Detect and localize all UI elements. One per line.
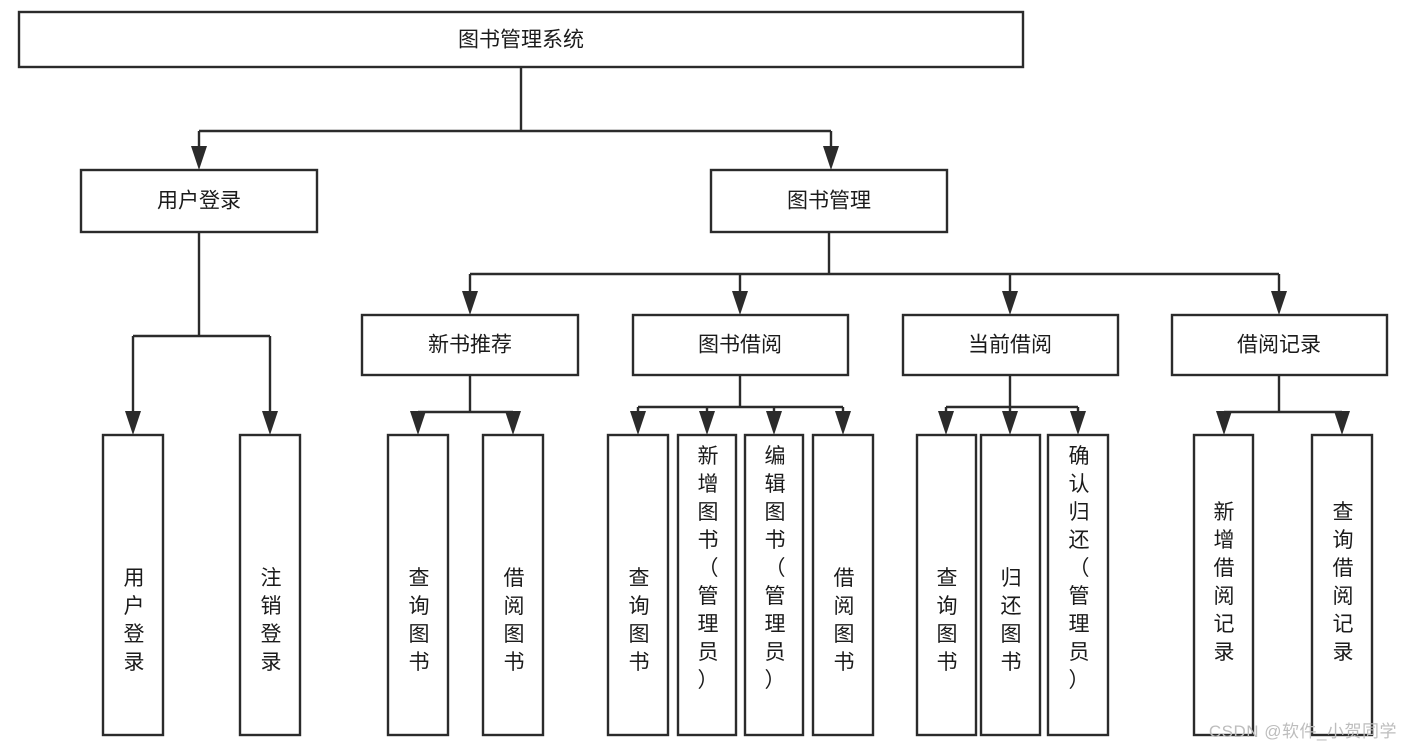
node-root[interactable]: 图书管理系统 [17,10,1025,69]
arrow-to-leaf-query-book-2 [630,411,646,435]
node-book-manage-label: 图书管理 [787,190,871,213]
arrow-to-book-manage [823,146,839,170]
node-user-login-label: 用户登录 [157,190,241,213]
node-leaf-edit-book-label: 编辑图书（管理员） [765,445,786,692]
node-leaf-return-book-box[interactable] [979,433,1042,737]
node-book-borrow-label: 图书借阅 [698,334,782,357]
connector-group-user-login [125,232,278,435]
node-root-label: 图书管理系统 [458,29,584,52]
node-leaf-edit-book[interactable]: 编辑图书（管理员） [743,433,805,737]
node-leaf-add-record[interactable]: 新增借阅记录 [1192,433,1255,737]
connector-currentborrow-to-leaves [944,375,1080,416]
node-user-login-box[interactable] [79,168,319,234]
arrow-to-leaf-user-login [125,411,141,435]
node-borrow-record-box[interactable] [1170,313,1389,377]
node-leaf-confirm-return[interactable]: 确认归还（管理员） [1046,433,1110,737]
arrow-to-leaf-borrow-book-1 [505,411,521,435]
node-leaf-borrow-book-1-label: 借阅图书 [504,567,525,674]
node-current-borrow-box[interactable] [901,313,1120,377]
node-leaf-user-login[interactable]: 用户登录 [101,433,165,737]
node-user-login[interactable]: 用户登录 [79,168,319,234]
node-leaf-add-book[interactable]: 新增图书（管理员） [676,433,738,737]
node-book-borrow-box[interactable] [631,313,850,377]
connector-bookborrow-to-leaves [636,375,845,416]
node-leaf-return-book-label: 归还图书 [1001,567,1022,674]
connector-group-borrow-record [1216,375,1350,435]
connector-group-book-borrow [630,375,851,435]
node-leaf-query-book-1-box[interactable] [386,433,450,737]
connector-group-root [191,67,839,170]
node-borrow-record-label: 借阅记录 [1237,334,1321,357]
node-leaf-user-logout[interactable]: 注销登录 [238,433,302,737]
csdn-watermark: CSDN @软件_小贺同学 [1208,722,1397,741]
node-leaf-query-book-3[interactable]: 查询图书 [915,433,978,737]
arrow-to-leaf-user-logout [262,411,278,435]
arrow-to-leaf-add-book [699,411,715,435]
arrow-to-leaf-borrow-book-2 [835,411,851,435]
arrow-to-user-login [191,146,207,170]
node-leaf-borrow-book-2[interactable]: 借阅图书 [811,433,875,737]
node-leaf-user-login-label: 用户登录 [124,567,145,674]
node-book-borrow[interactable]: 图书借阅 [631,313,850,377]
connector-borrowrecord-to-leaves [1222,375,1344,416]
node-leaf-query-book-1[interactable]: 查询图书 [386,433,450,737]
connector-group-book-manage [462,232,1287,315]
node-leaf-query-book-2-box[interactable] [606,433,670,737]
node-leaf-query-record-box[interactable] [1310,433,1374,737]
connector-group-current-borrow [938,375,1086,435]
node-book-manage[interactable]: 图书管理 [709,168,949,234]
node-leaf-user-logout-box[interactable] [238,433,302,737]
arrow-to-new-book-rec [462,291,478,315]
node-leaf-confirm-return-label: 确认归还（管理员） [1069,445,1090,692]
node-leaf-edit-book-box[interactable] [743,433,805,737]
connector-userlogin-to-leaves [131,232,272,416]
node-leaf-add-record-label: 新增借阅记录 [1214,501,1235,664]
arrow-to-leaf-edit-book [766,411,782,435]
node-leaf-borrow-book-1-box[interactable] [481,433,545,737]
node-leaf-add-record-box[interactable] [1192,433,1255,737]
node-leaf-query-book-3-label: 查询图书 [937,567,958,674]
node-leaf-user-login-box[interactable] [101,433,165,737]
connector-root-to-level2 [197,67,833,152]
arrow-to-leaf-query-book-1 [410,411,426,435]
node-leaf-add-book-box[interactable] [676,433,738,737]
node-leaf-borrow-book-2-box[interactable] [811,433,875,737]
node-leaf-borrow-book-2-label: 借阅图书 [834,567,855,674]
node-leaf-query-book-2-label: 查询图书 [629,567,650,674]
connector-group-new-book-rec [410,375,521,435]
arrow-to-borrow-record [1271,291,1287,315]
arrow-to-leaf-add-record [1216,411,1232,435]
node-leaf-confirm-return-box[interactable] [1046,433,1110,737]
node-new-book-rec[interactable]: 新书推荐 [360,313,580,377]
node-leaf-add-book-label: 新增图书（管理员） [698,445,719,692]
arrow-to-leaf-query-book-3 [938,411,954,435]
node-leaf-query-record-label: 查询借阅记录 [1333,501,1354,664]
node-new-book-rec-label: 新书推荐 [428,334,512,357]
node-leaf-return-book[interactable]: 归还图书 [979,433,1042,737]
arrow-to-leaf-confirm-return [1070,411,1086,435]
node-current-borrow-label: 当前借阅 [968,334,1052,357]
node-leaf-query-book-3-box[interactable] [915,433,978,737]
node-leaf-query-book-2[interactable]: 查询图书 [606,433,670,737]
arrow-to-leaf-return-book [1002,411,1018,435]
node-leaf-borrow-book-1[interactable]: 借阅图书 [481,433,545,737]
node-book-manage-box[interactable] [709,168,949,234]
node-leaf-query-record[interactable]: 查询借阅记录 [1310,433,1374,737]
node-root-box[interactable] [17,10,1025,69]
node-leaf-user-logout-label: 注销登录 [261,567,282,674]
arrow-to-current-borrow [1002,291,1018,315]
connector-newbook-to-leaves [416,375,515,416]
connector-bookmanage-to-level3 [468,232,1281,296]
arrow-to-leaf-query-record [1334,411,1350,435]
node-current-borrow[interactable]: 当前借阅 [901,313,1120,377]
node-borrow-record[interactable]: 借阅记录 [1170,313,1389,377]
node-new-book-rec-box[interactable] [360,313,580,377]
arrow-to-book-borrow [732,291,748,315]
node-leaf-query-book-1-label: 查询图书 [409,567,430,674]
